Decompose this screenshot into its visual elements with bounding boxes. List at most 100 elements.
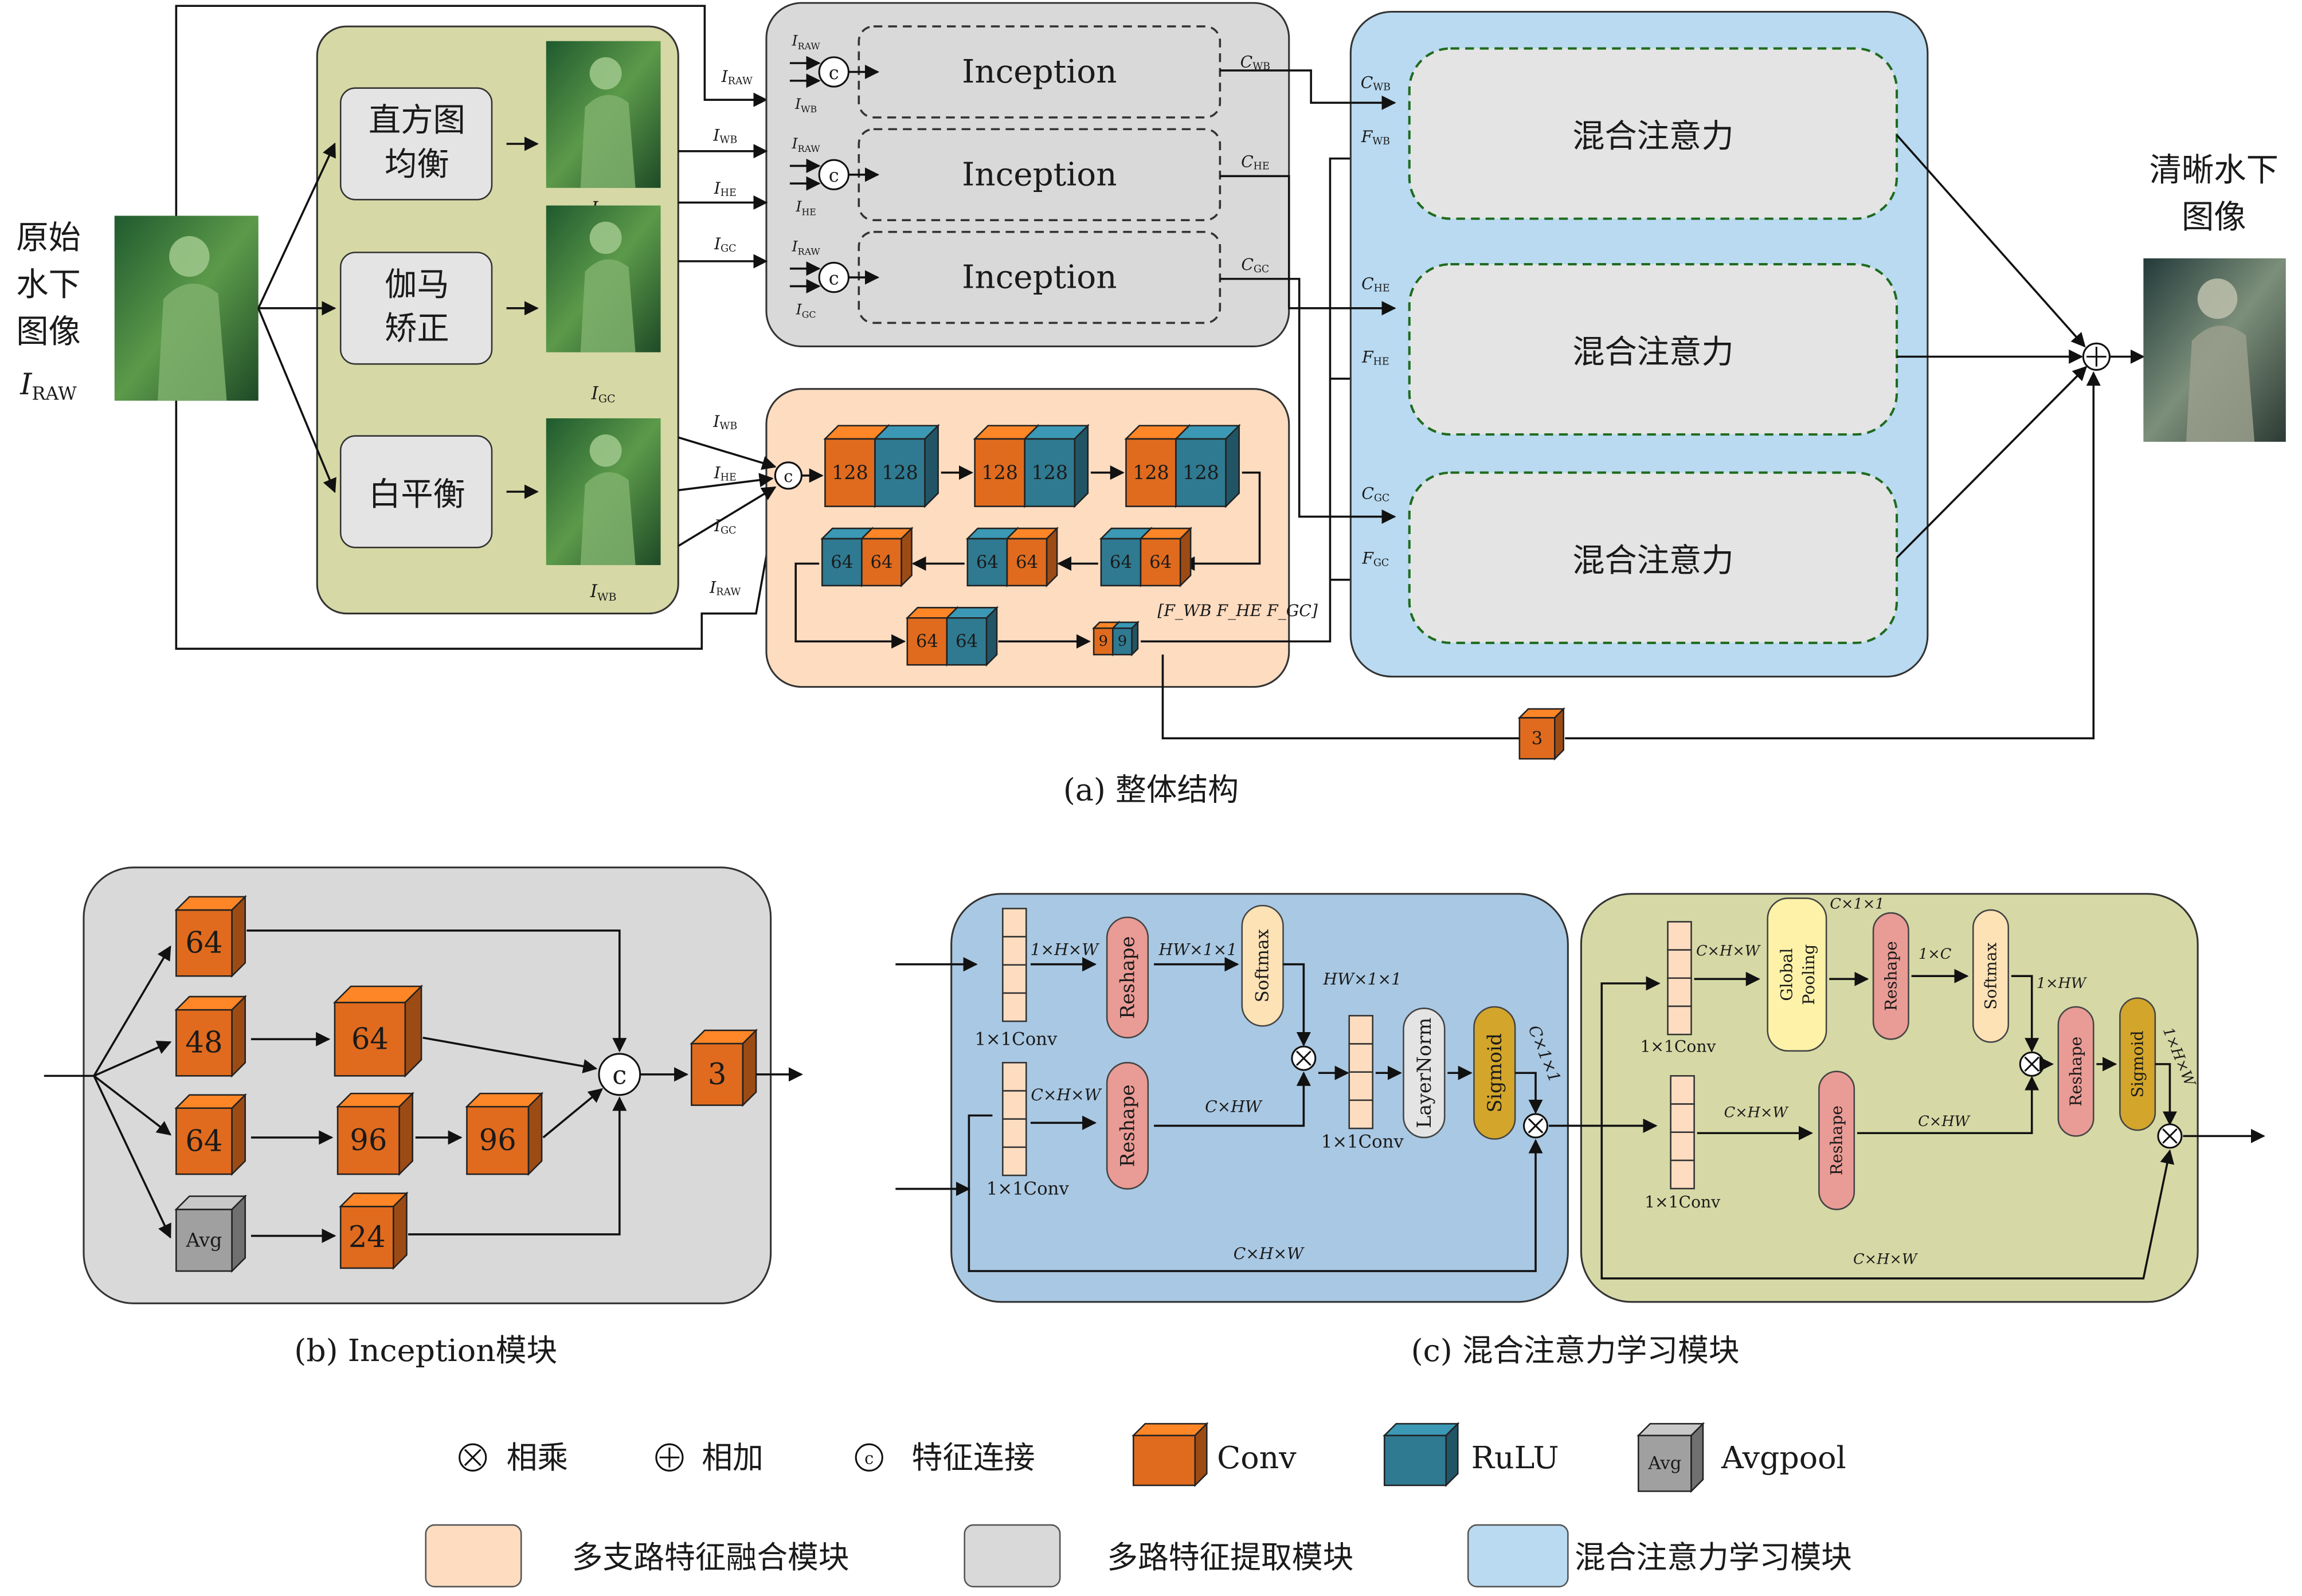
incm-b4 <box>339 1191 409 1270</box>
am1-in-bottom-up <box>968 1114 993 1189</box>
am1-reshape-top-label: Reshape <box>1117 936 1139 1019</box>
inception-concat-0-glyph: c <box>829 62 839 84</box>
fusion-to-out3 <box>1161 654 1520 740</box>
inc-cgc-att <box>1220 277 1396 524</box>
fusion-r1-relu-2 <box>1174 423 1241 508</box>
am2-softmax-label: Softmax <box>1981 942 2000 1009</box>
fusion-r3-relu-0-side <box>985 606 998 667</box>
am2-conv-bot-cell <box>1670 1103 1695 1133</box>
input-label-iraw: IRAW <box>19 367 77 404</box>
am1-conv-top <box>1002 908 1027 1022</box>
preprocess-box-2 <box>339 435 493 548</box>
che-label-att: CHE <box>1361 274 1390 295</box>
am2-conv-top <box>1667 921 1692 1036</box>
incm-b3a <box>174 1093 247 1177</box>
am1-dim-1hw: 1×H×W <box>1031 940 1100 959</box>
am1-conv-mid-label: 1×1Conv <box>1321 1132 1404 1152</box>
fusion-r2-conv-0 <box>1138 526 1193 588</box>
output-image-body <box>2186 326 2255 442</box>
wb-label-fusion: IWB <box>712 412 737 433</box>
fusion-out-cube-label: 3 <box>1532 728 1543 748</box>
preprocess-image-1-head <box>589 221 622 254</box>
inception-in-label-a-2: IRAW <box>792 238 821 257</box>
he-label-inc: IHE <box>714 178 737 199</box>
incm-b3c-side <box>527 1092 543 1177</box>
fusion-r1-relu-1-label: 128 <box>1031 461 1068 484</box>
incm-concat-glyph: c <box>612 1060 627 1091</box>
am2-reshape-bot-label: Reshape <box>1827 1105 1846 1175</box>
am1-reshape-to-mul <box>1154 1071 1311 1127</box>
am1-layernorm <box>1403 1007 1446 1139</box>
am1-conv-mid <box>1348 1015 1374 1130</box>
fan-arrow-wb <box>257 308 336 493</box>
am1-conv-mid-cell <box>1348 1099 1374 1130</box>
am1-dim-hw11: HW×1×1 <box>1158 940 1238 959</box>
preprocess-label-0-a: 直方图 <box>369 102 465 139</box>
am1-conv-top-cell <box>1002 936 1027 966</box>
inception-in-label-a-0: IRAW <box>792 33 821 52</box>
am1-sigmoid <box>1473 1006 1516 1140</box>
fgc-label-att: FGC <box>1361 548 1389 569</box>
incm-b3b-label: 96 <box>350 1123 387 1158</box>
legend-avg-icon-label: Avg <box>1647 1453 1681 1474</box>
am1-dim-chw: C×H×W <box>1031 1085 1102 1104</box>
incm-b1-label: 64 <box>185 926 222 960</box>
fusion-r1-conv-1-label: 128 <box>981 461 1018 484</box>
am2-conv-bot-cell <box>1670 1131 1695 1162</box>
am2-conv-top-cell <box>1667 949 1692 979</box>
incm-b3c <box>465 1092 544 1177</box>
am1-conv-mid-cell <box>1348 1015 1374 1045</box>
cwb-label-att: CWB <box>1361 73 1391 93</box>
inception-module-panel <box>83 866 772 1304</box>
wb-label-inc: IWB <box>712 126 737 146</box>
fhe-label-att: FHE <box>1361 347 1389 368</box>
incm-b3-to-c <box>542 1088 604 1139</box>
incm-avg-front <box>175 1209 233 1272</box>
am1-sig-to-mul <box>1515 1072 1543 1114</box>
fusion-r3-relu-1-label: 9 <box>1118 633 1127 650</box>
fusion-r3-relu-0 <box>945 606 999 667</box>
attention-box-1 <box>1408 262 1898 436</box>
fusion-r2-conv-1-side <box>1046 526 1058 588</box>
am2-dim-chw3: C×HW <box>1918 1113 1971 1130</box>
legend-attention-swatch <box>1467 1524 1569 1587</box>
incm-fan-3 <box>93 1075 172 1136</box>
am1-softmax <box>1241 904 1284 1027</box>
am2-conv-bot <box>1670 1075 1695 1190</box>
am1-conv-top-label: 1×1Conv <box>974 1029 1058 1049</box>
incm-b2a-side <box>231 994 246 1078</box>
am2-global-pooling <box>1767 897 1827 1052</box>
preprocess-image-0 <box>546 41 661 188</box>
legend-relu-icon-front <box>1383 1434 1447 1487</box>
inception-concat-2-glyph: c <box>829 267 839 289</box>
inception-label-1: Inception <box>962 156 1117 193</box>
am2-softmax-to-mul <box>2011 975 2039 1053</box>
incm-b3b <box>335 1092 414 1177</box>
fusion-r3-conv-0-front <box>906 617 948 666</box>
att-module-panel-1 <box>950 893 1569 1303</box>
fusion-r3-conv-1-label: 9 <box>1099 633 1108 650</box>
legend-relu-label: RuLU <box>1471 1440 1559 1476</box>
incm-out-side <box>742 1028 757 1107</box>
legend-add-label: 相加 <box>702 1440 764 1476</box>
am1-conv-mid-cell <box>1348 1071 1374 1101</box>
am2-conv-bot-cell <box>1670 1159 1695 1190</box>
preprocess-image-1-body <box>580 259 636 352</box>
fusion-r3-relu-0-label: 64 <box>956 631 978 652</box>
am2-conv-bot-cell <box>1670 1075 1695 1105</box>
am1-conv-bot-label: 1×1Conv <box>986 1179 1070 1199</box>
fusion-r1-relu-2-front <box>1175 438 1227 507</box>
fusion-r1-relu-0-label: 128 <box>882 461 918 484</box>
am1-conv-bot-cell <box>1002 1090 1027 1120</box>
input-label-line3: 图像 <box>16 313 81 350</box>
legend-extract-label: 多路特征提取模块 <box>1107 1539 1353 1575</box>
fusion-r2-conv-2 <box>860 526 914 588</box>
am1-conv-mid-cell <box>1348 1043 1374 1073</box>
raw-bypass-bottom <box>175 401 783 650</box>
fusion-r3-relu-1 <box>1111 620 1140 657</box>
preprocess-image-2-body <box>580 472 636 566</box>
incm-b2b-label: 64 <box>351 1022 389 1056</box>
fwb-label-att: FWB <box>1361 127 1390 148</box>
preprocess-label-2-a: 白平衡 <box>369 476 465 513</box>
